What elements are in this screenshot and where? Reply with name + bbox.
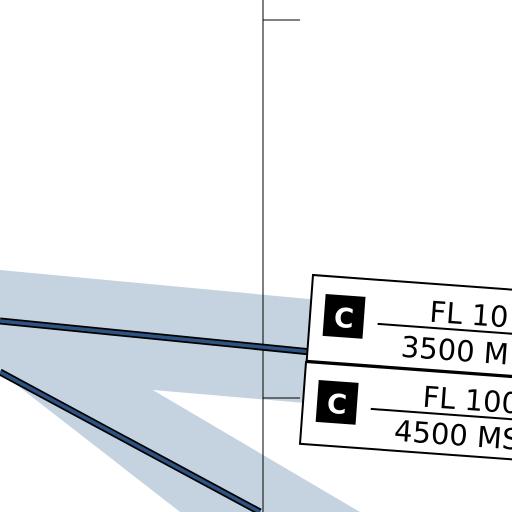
upper-limit-text: FL 100 [422, 380, 512, 421]
airspace-class-badge [315, 379, 359, 425]
airspace-class-letter: C [333, 303, 355, 335]
graticule [262, 0, 300, 512]
airspace-class-badge [322, 293, 366, 339]
route-line[interactable] [0, 370, 261, 512]
airspace-label-2[interactable]: C FL 100 4500 MS [298, 360, 512, 463]
upper-limit-text: FL 10 [428, 295, 509, 335]
limits-divider [370, 407, 512, 423]
airspace-class-letter: C [326, 389, 348, 421]
lower-limit-text: 3500 M [400, 330, 510, 372]
corridor-south [0, 300, 360, 512]
limits-divider [377, 322, 512, 338]
airspace-label-1[interactable]: C FL 10 3500 M [305, 273, 512, 380]
